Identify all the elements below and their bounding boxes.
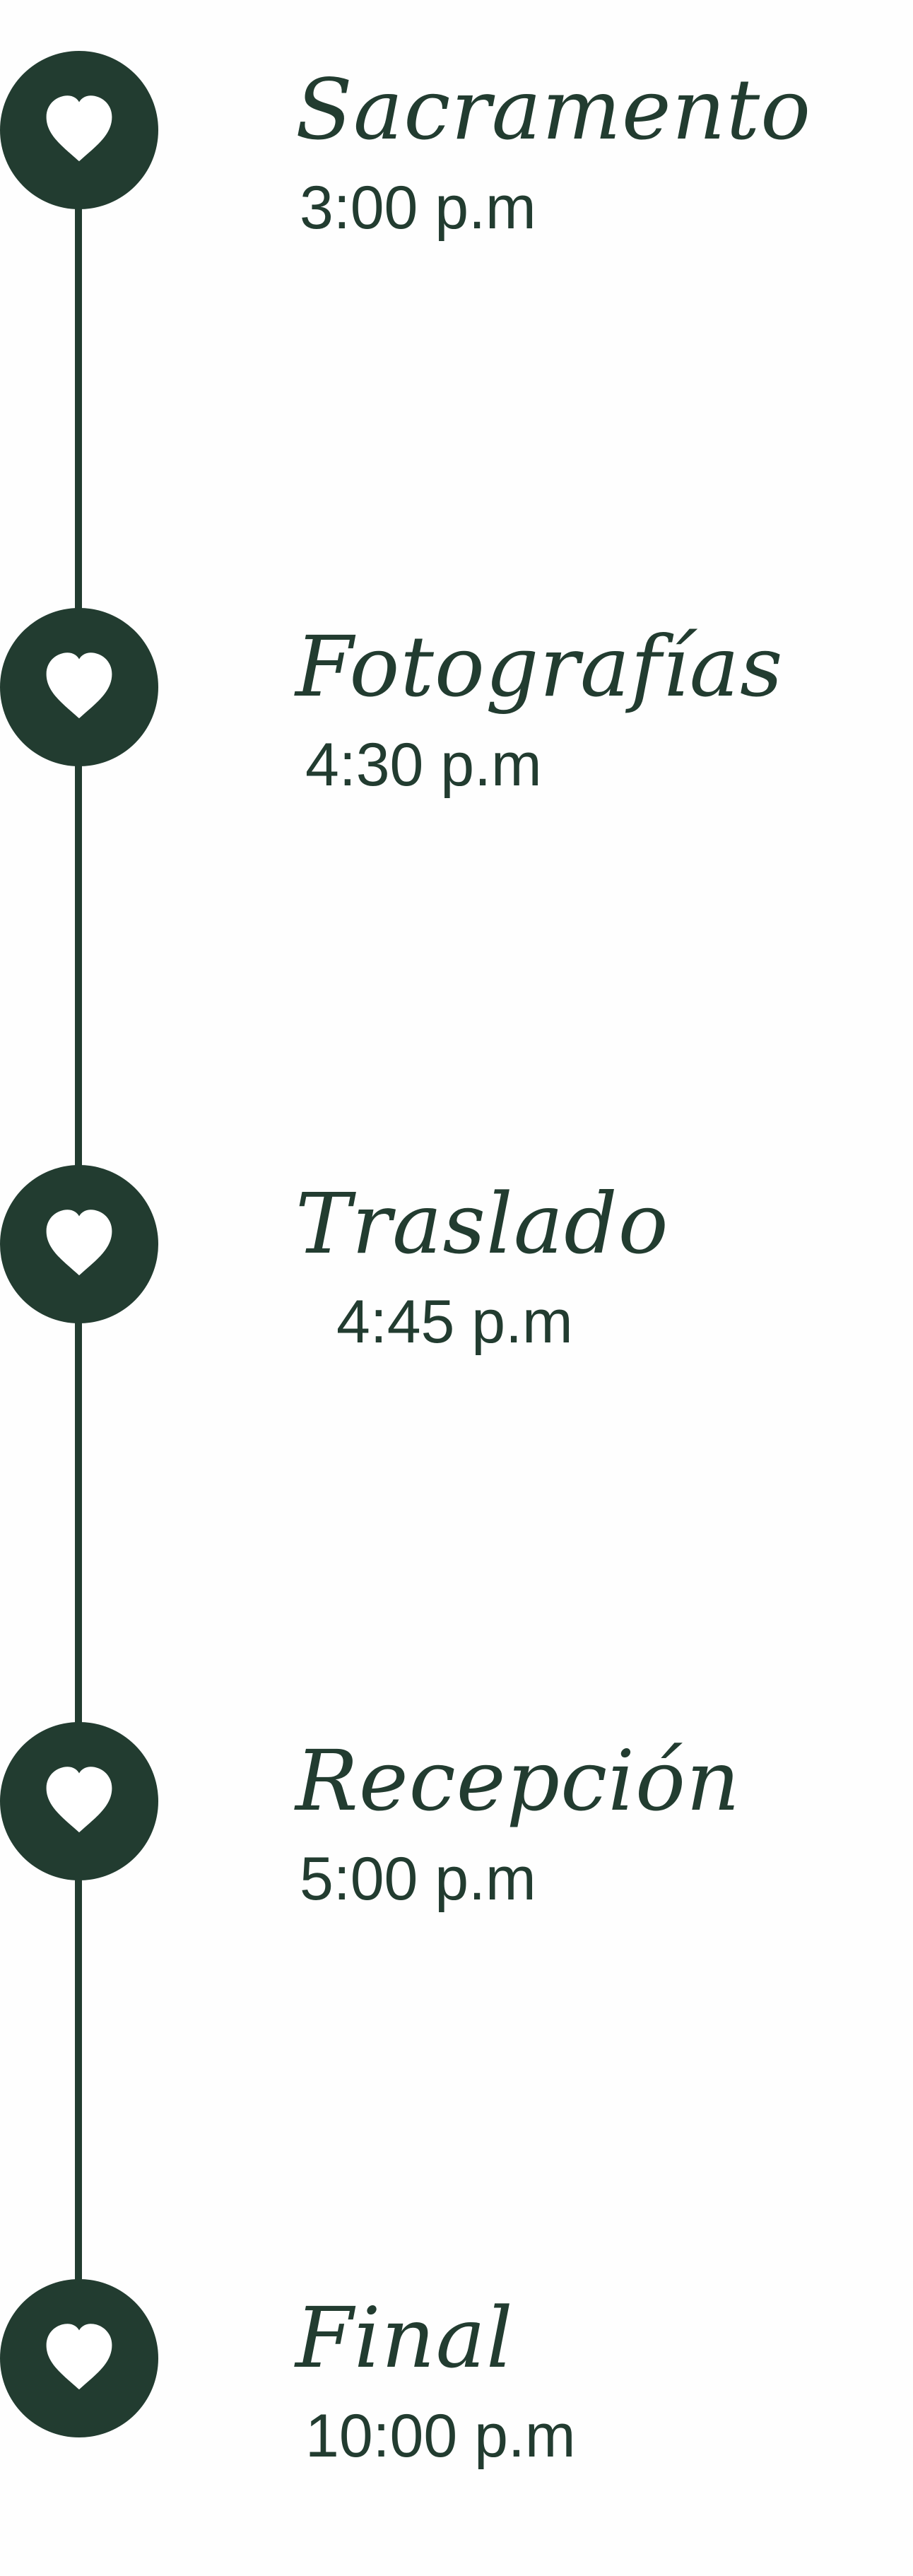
event-time: 5:00 p.m: [300, 1845, 536, 1913]
timeline-event-sacramento: Sacramento 3:00 p.m: [0, 51, 913, 348]
timeline-event-fotografias: Fotografías 4:30 p.m: [0, 608, 913, 905]
timeline-marker: [0, 1165, 158, 1323]
event-title: Final: [295, 2289, 514, 2387]
heart-icon: [46, 95, 112, 162]
event-timeline: Sacramento 3:00 p.m Fotografías 4:30 p.m…: [0, 51, 913, 2470]
timeline-marker: [0, 608, 158, 766]
timeline-marker: [0, 51, 158, 209]
event-title: Recepción: [295, 1732, 741, 1829]
event-time: 4:45 p.m: [336, 1288, 573, 1356]
event-time: 10:00 p.m: [305, 2402, 576, 2470]
event-time: 4:30 p.m: [305, 731, 542, 799]
timeline-marker: [0, 1722, 158, 1880]
event-time: 3:00 p.m: [300, 174, 536, 242]
event-title: Fotografías: [295, 618, 784, 715]
heart-icon: [46, 1767, 112, 1833]
heart-icon: [46, 652, 112, 719]
timeline-marker: [0, 2279, 158, 2437]
event-title: Traslado: [295, 1175, 669, 1272]
heart-icon: [46, 1210, 112, 1276]
heart-icon: [46, 2324, 112, 2390]
timeline-event-final: Final 10:00 p.m: [0, 2279, 913, 2576]
timeline-event-traslado: Traslado 4:45 p.m: [0, 1165, 913, 1462]
timeline-event-recepcion: Recepción 5:00 p.m: [0, 1722, 913, 2019]
event-title: Sacramento: [295, 61, 812, 158]
